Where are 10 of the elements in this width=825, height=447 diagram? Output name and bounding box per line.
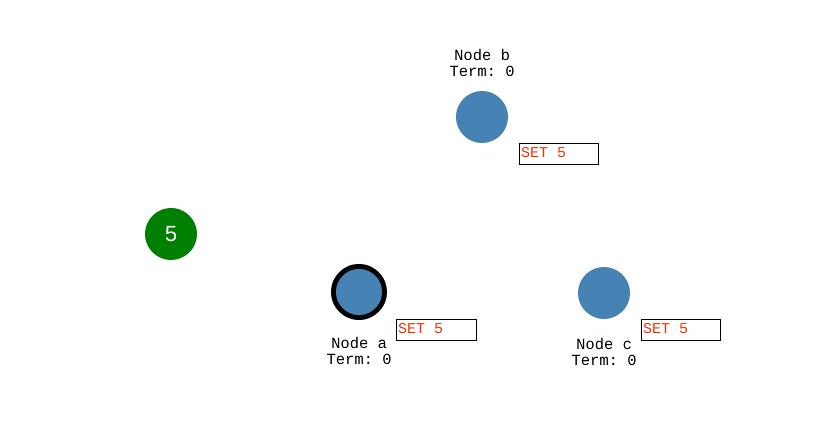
- client-circle: 5: [145, 208, 197, 260]
- node-name: Node c: [575, 338, 633, 353]
- term-label: Term: 0: [325, 353, 393, 368]
- node-name: Node a: [330, 337, 388, 352]
- node-name: Node b: [453, 49, 511, 64]
- term-label: Term: 0: [448, 65, 516, 80]
- log-entry: SET 5: [641, 319, 721, 341]
- term-label: Term: 0: [570, 354, 638, 369]
- log-entry: SET 5: [396, 319, 477, 341]
- log-entry: SET 5: [519, 143, 599, 165]
